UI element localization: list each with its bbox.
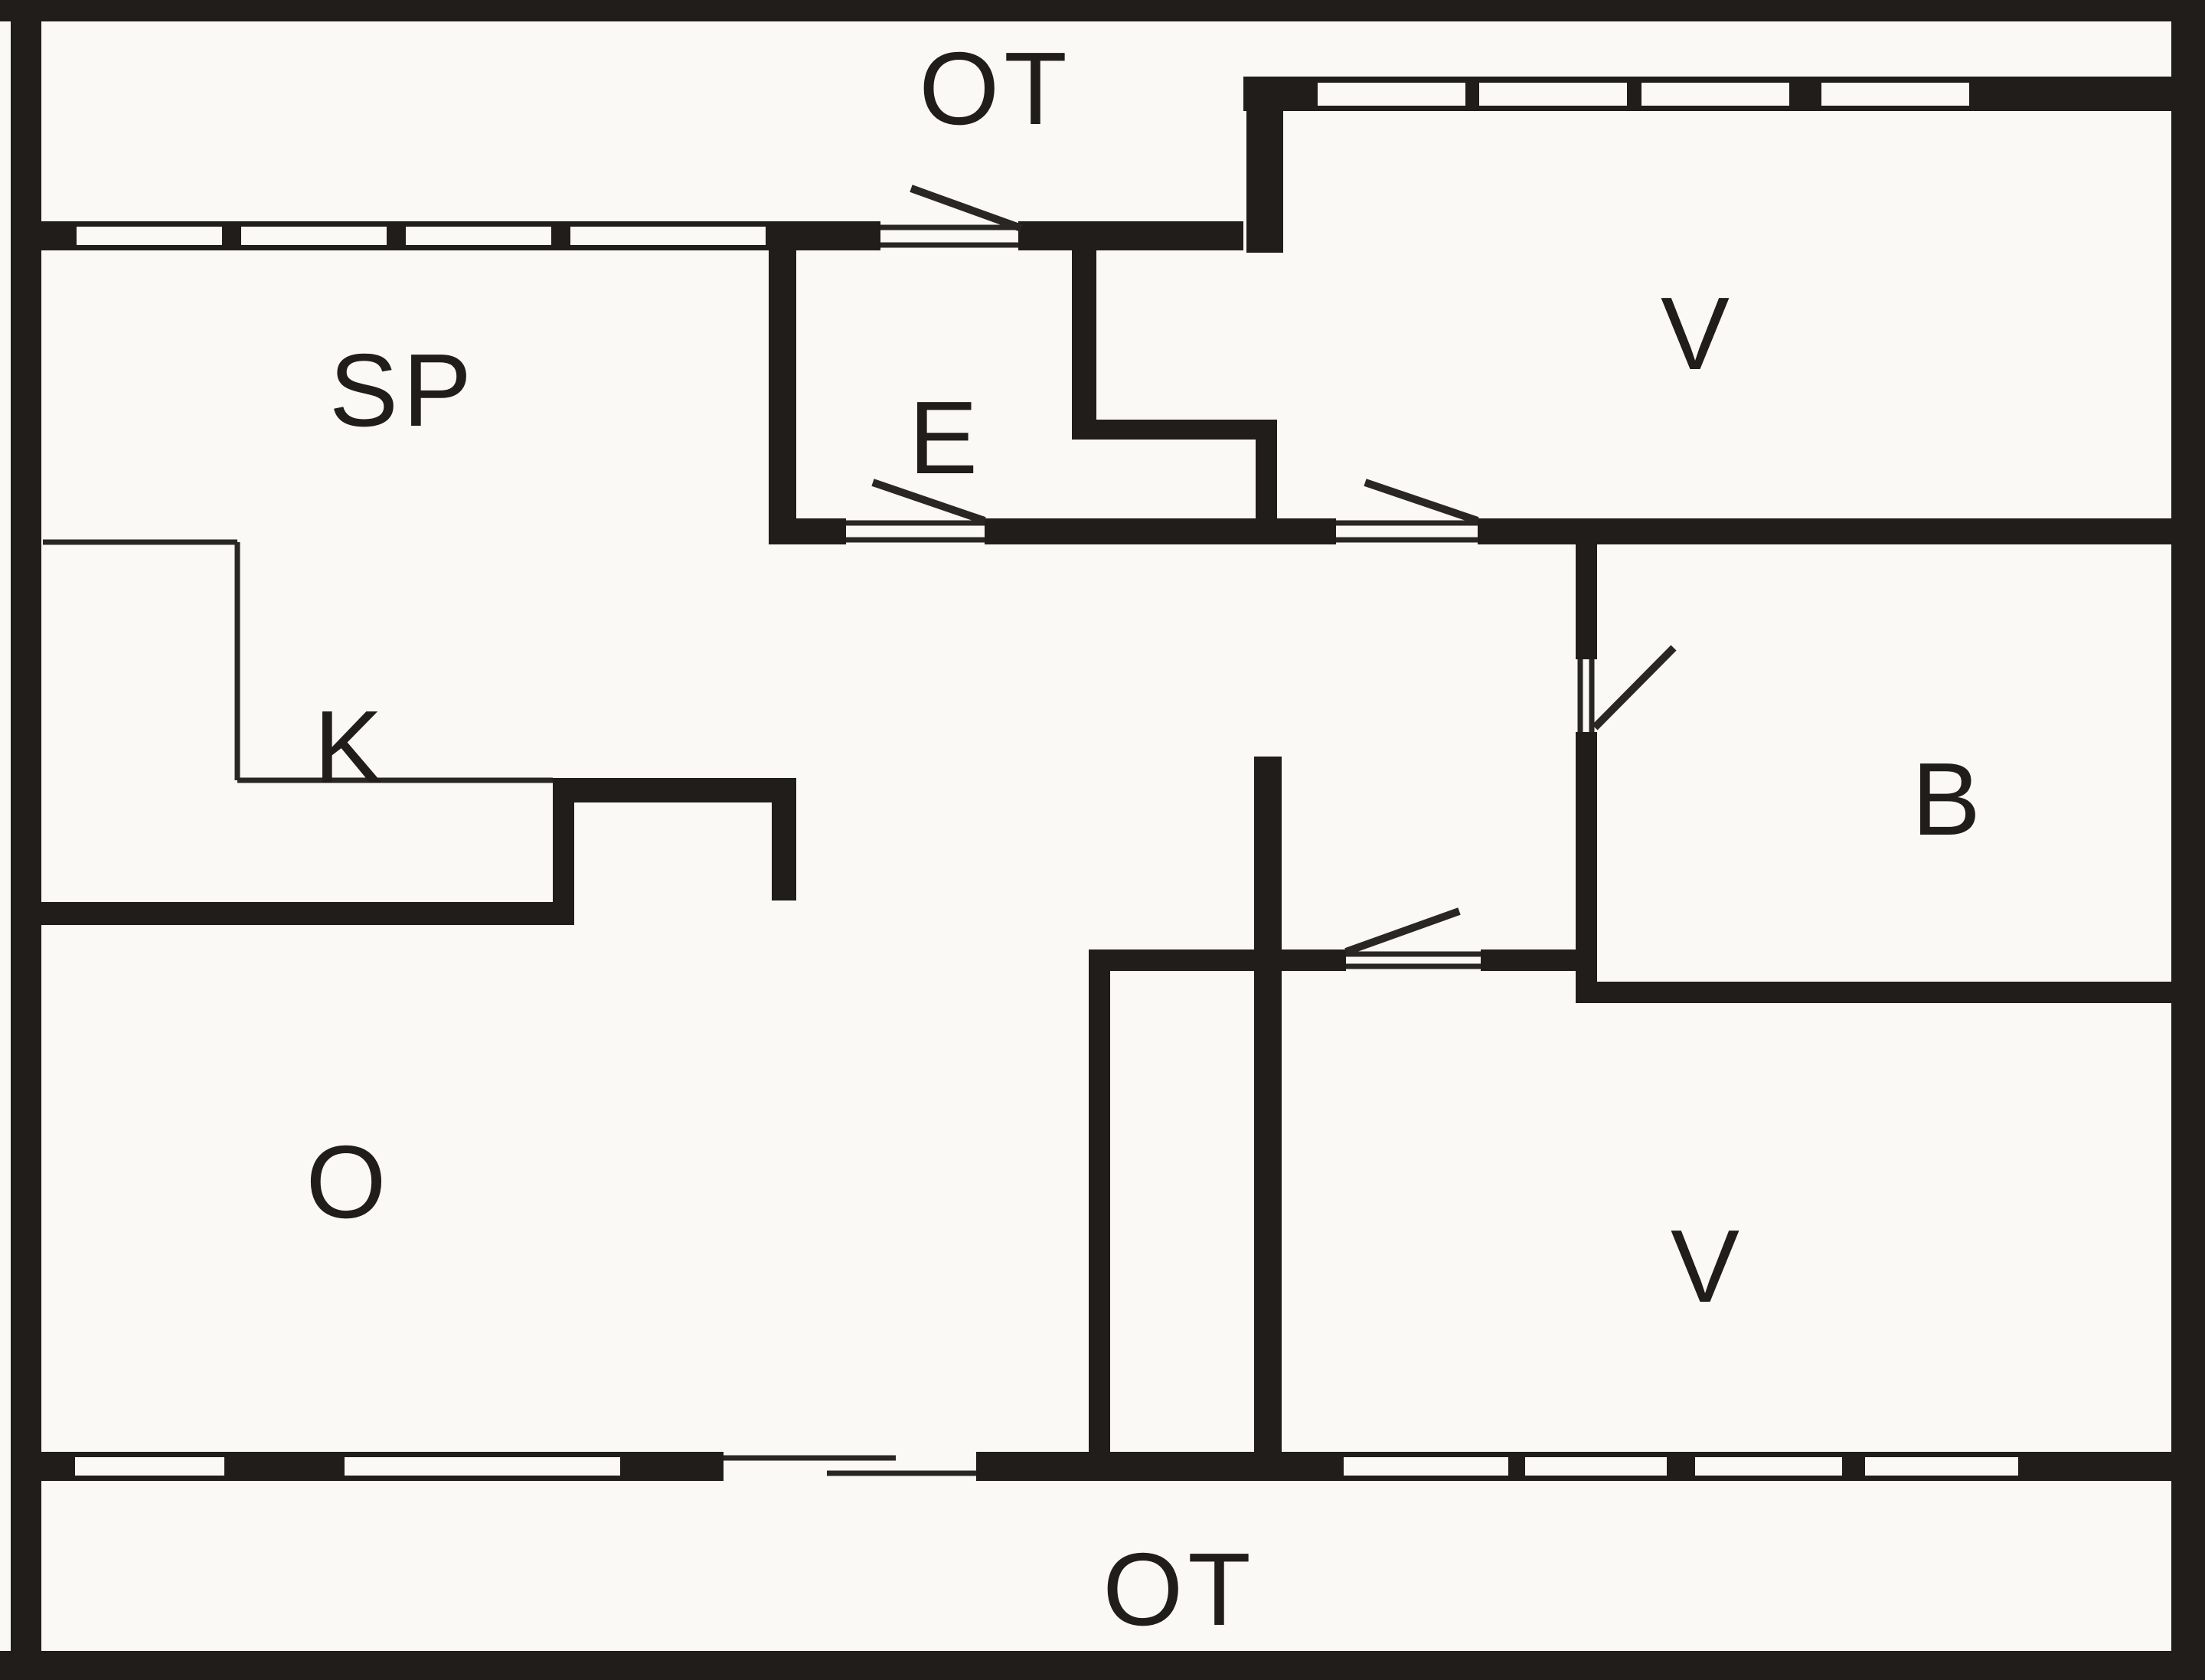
wall-e-right-upper [1072,245,1096,440]
wall-outer-top [0,0,2205,21]
window-sp-window-4 [570,227,766,245]
window-v-top-window-1 [1318,83,1465,106]
room-label-o: O [305,1124,390,1240]
window-sp-window-1 [77,227,222,245]
window-sp-window-3 [406,227,551,245]
wall-k-bottom-wall [41,902,574,925]
room-label-e: E [909,380,982,495]
wall-b-left-upper [1576,518,1597,659]
wall-k-block-top [553,778,796,802]
window-v-bottom-window-4 [1865,1457,2018,1476]
wall-k-block-right-leg [772,802,796,900]
wall-e-right-lower [1256,440,1277,524]
wall-outer-bottom [0,1651,2205,1680]
wall-b-bottom [1597,982,2171,1003]
window-v-top-window-4 [1821,83,1969,106]
window-o-window-1 [75,1457,224,1476]
window-v-bottom-window-1 [1344,1457,1508,1476]
door-swings-layer [871,185,1677,956]
door-swing-swing-b [1592,645,1677,731]
door-swing-swing-v-top [1364,479,1479,525]
window-v-bottom-window-3 [1695,1457,1842,1476]
wall-sp-e-divider [769,221,796,544]
wall-vbottom-left [1089,949,1110,1455]
wall-hall-wall-mid [985,518,1336,544]
wall-e-right-jog [1072,420,1277,440]
wall-outer-right [2171,0,2205,1680]
room-label-v-bottom: V [1671,1208,1744,1324]
room-label-b: B [1912,741,1985,857]
wall-b-left-lower [1576,732,1597,1003]
room-label-k: K [314,689,387,805]
window-v-bottom-window-2 [1525,1457,1667,1476]
wall-k-block-left-leg [553,802,574,902]
window-o-window-2 [345,1457,620,1476]
window-v-top-window-3 [1642,83,1789,106]
windows-layer [75,83,2018,1476]
window-sp-window-2 [241,227,387,245]
wall-vbottom-top-left [1089,949,1346,971]
thin-lines-layer [43,224,1595,1476]
room-label-v-top: V [1661,276,1734,391]
wall-ot-right-vertical [1246,107,1283,253]
wall-center-spine [1254,757,1282,1455]
room-labels-layer: OT SP E V K B O V OT [305,31,1985,1647]
wall-outer-left [11,0,41,1680]
door-swing-swing-v-bottom [1344,907,1461,956]
window-v-top-window-2 [1479,83,1627,106]
door-swing-swing-e-to-hall [871,479,986,525]
wall-vbottom-top-right [1481,949,1576,971]
room-label-ot-top: OT [919,31,1071,146]
wall-hall-wall-stub [769,518,846,544]
door-swing-swing-e-to-ot [910,185,1023,232]
room-label-ot-bottom: OT [1102,1531,1255,1647]
room-label-sp: SP [329,332,476,448]
